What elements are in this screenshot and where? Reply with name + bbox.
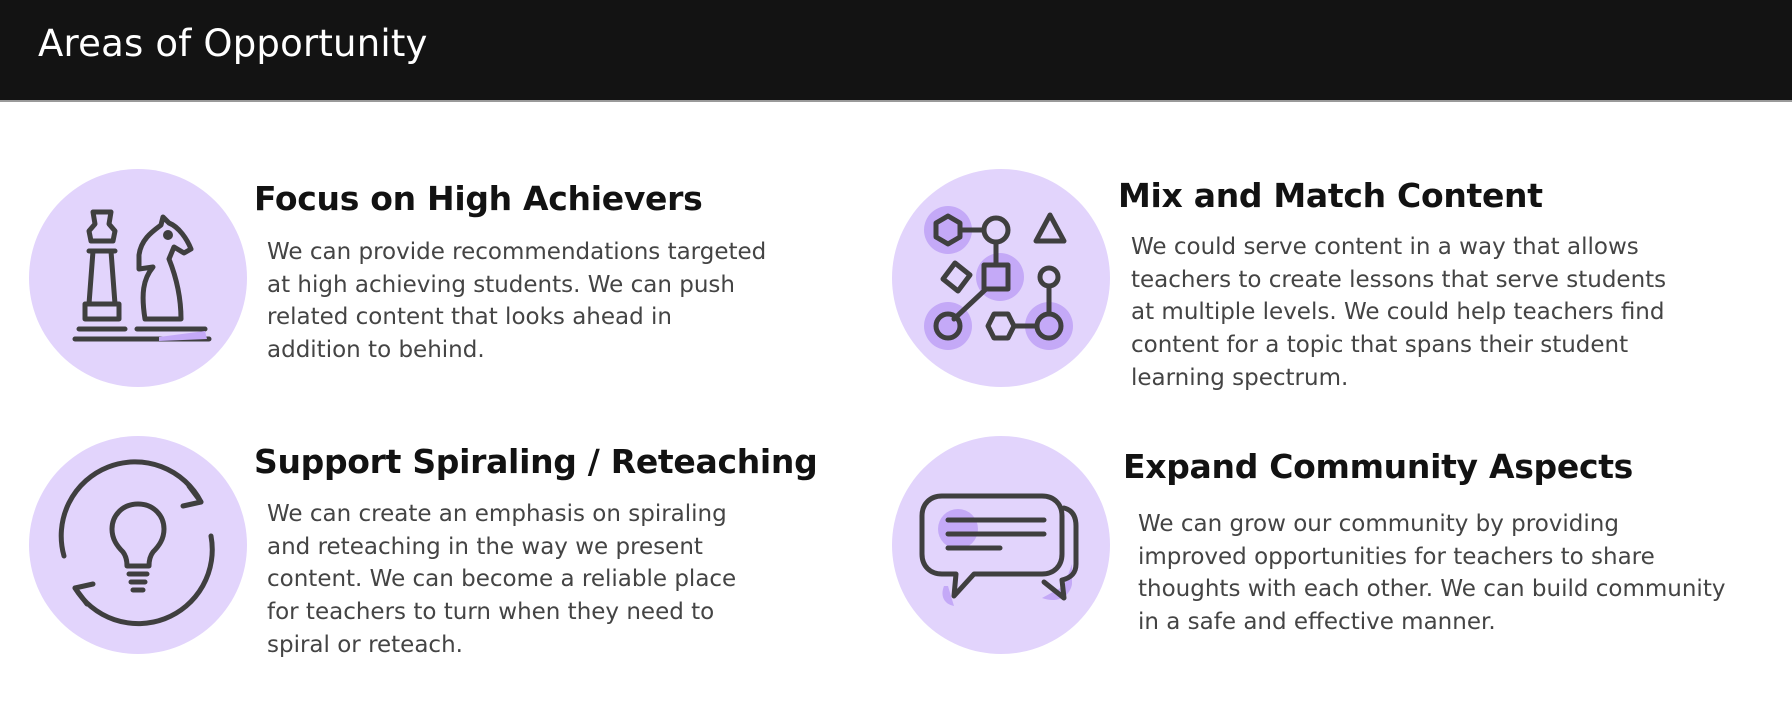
card-title: Expand Community Aspects: [1123, 447, 1634, 486]
header-bar: Areas of Opportunity: [0, 0, 1792, 102]
lightbulb-cycle-icon: [29, 436, 247, 654]
card-body: We could serve content in a way that all…: [1131, 234, 1667, 391]
card-title: Support Spiraling / Reteaching: [254, 442, 818, 481]
network-shapes-icon: [892, 169, 1110, 387]
card-body: We can create an emphasis on spiraling a…: [267, 501, 737, 658]
chess-icon: [29, 169, 247, 387]
card-body: We can provide recommendations targeted …: [267, 239, 767, 364]
card-title: Focus on High Achievers: [254, 179, 703, 218]
card-title: Mix and Match Content: [1118, 176, 1543, 215]
page-title: Areas of Opportunity: [38, 22, 428, 65]
card-body: We can grow our community by providing i…: [1138, 511, 1726, 636]
chat-bubbles-icon: [892, 436, 1110, 654]
